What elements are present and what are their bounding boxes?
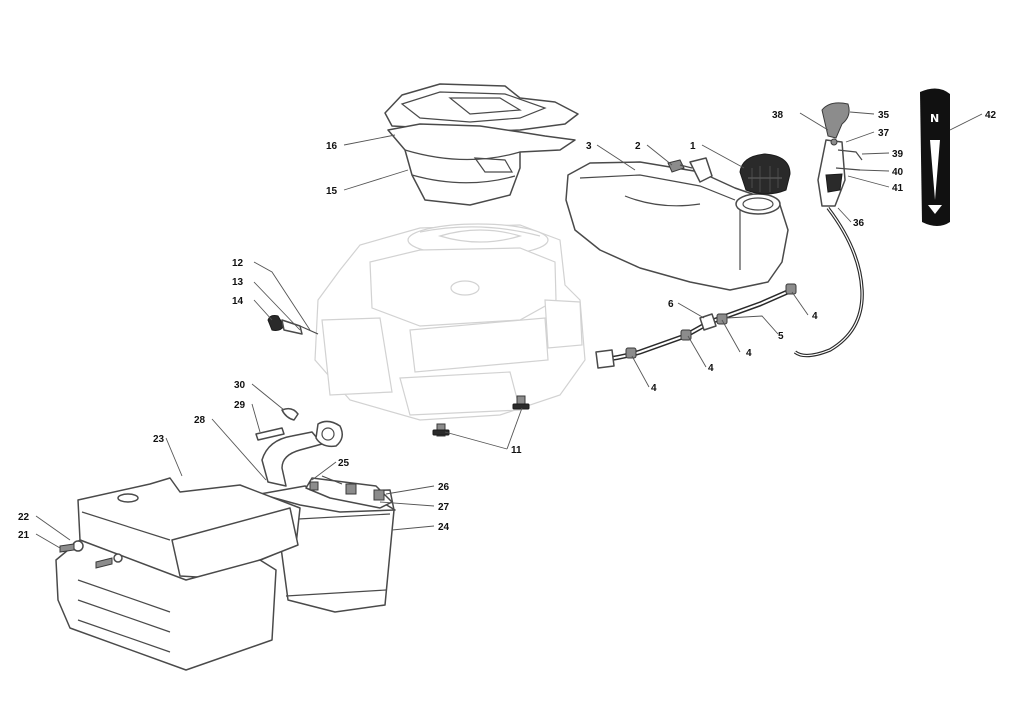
callout-14: 14 <box>232 296 244 307</box>
callout-6: 6 <box>668 299 674 310</box>
throttle-label-decal: N <box>920 88 950 226</box>
engine-bolts <box>432 395 530 437</box>
callout-36: 36 <box>853 218 865 229</box>
callout-15: 15 <box>326 186 338 197</box>
callout-22: 22 <box>18 512 30 523</box>
callout-4-mid: 4 <box>746 348 752 359</box>
callout-11: 11 <box>511 445 522 456</box>
throttle-label-letter: N <box>930 112 939 125</box>
fuel-cap <box>739 153 791 195</box>
callout-21: 21 <box>18 530 30 541</box>
air-filter-base <box>387 123 576 206</box>
muffler-guard-grille <box>55 539 277 671</box>
callout-37: 37 <box>878 128 890 139</box>
engine-ghost <box>314 223 586 421</box>
muffler-guard <box>77 477 301 583</box>
callout-39: 39 <box>892 149 904 160</box>
callout-29: 29 <box>234 400 246 411</box>
callout-27: 27 <box>438 502 450 513</box>
callout-28: 28 <box>194 415 206 426</box>
callout-4-right: 4 <box>812 311 818 322</box>
callout-24: 24 <box>438 522 450 533</box>
callout-30: 30 <box>234 380 246 391</box>
callout-2: 2 <box>635 141 641 152</box>
callout-35: 35 <box>878 110 890 121</box>
callout-41: 41 <box>892 183 904 194</box>
spark-plug-parts <box>267 315 319 335</box>
callout-4-lower: 4 <box>708 363 714 374</box>
callout-4-left: 4 <box>651 383 657 394</box>
exhaust-pipe <box>255 407 343 487</box>
callout-1: 1 <box>690 141 696 152</box>
callout-42: 42 <box>985 110 997 121</box>
callout-12: 12 <box>232 258 244 269</box>
fuel-tank <box>565 157 789 291</box>
callouts: 1 2 3 4 4 4 4 5 6 11 12 13 14 15 16 21 2… <box>18 110 997 541</box>
throttle-cable <box>793 206 864 358</box>
callout-40: 40 <box>892 167 904 178</box>
callout-13: 13 <box>232 277 244 288</box>
throttle-control <box>817 102 863 207</box>
tank-screw <box>667 159 693 173</box>
callout-23: 23 <box>153 434 165 445</box>
callout-26: 26 <box>438 482 450 493</box>
callout-3: 3 <box>586 141 592 152</box>
callout-5: 5 <box>778 331 784 342</box>
guard-bolts <box>59 540 123 569</box>
callout-16: 16 <box>326 141 338 152</box>
leader-lines <box>35 111 983 549</box>
muffler-bracket <box>305 475 393 509</box>
callout-25: 25 <box>338 458 350 469</box>
callout-38: 38 <box>772 110 784 121</box>
fuel-line <box>595 283 797 369</box>
